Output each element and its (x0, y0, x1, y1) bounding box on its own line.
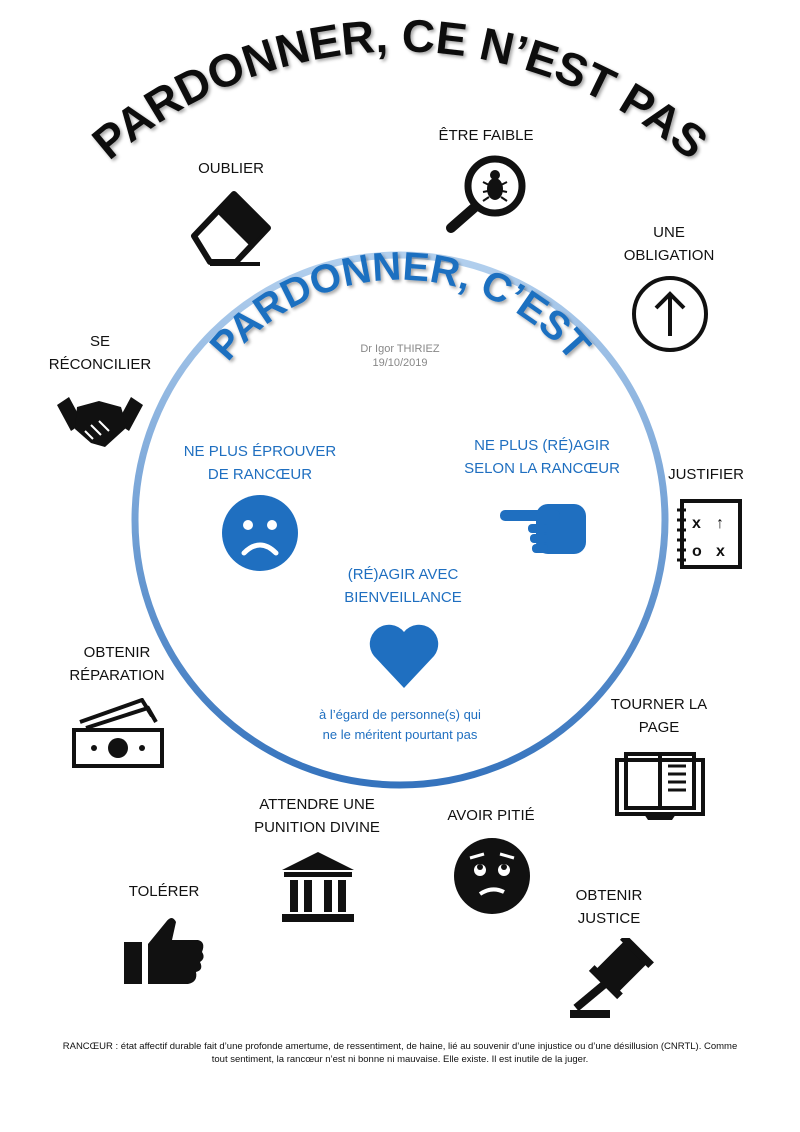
svg-text:x: x (716, 543, 725, 560)
outer-title: PARDONNER, CE N’EST PAS (82, 9, 717, 169)
outer-item-label: AVOIR PITIÉ (447, 807, 535, 824)
author-date: 19/10/2019 (372, 357, 428, 369)
outer-item-label: TOURNER LA PAGE (610, 696, 708, 736)
inner-item-label: NE PLUS (RÉ)AGIR SELON LA RANCŒUR (464, 437, 620, 477)
handshake-icon (57, 397, 143, 447)
author-name: Dr Igor THIRIEZ (360, 343, 440, 355)
author: Dr Igor THIRIEZ 19/10/2019 (360, 342, 439, 370)
inner-note: à l’égard de personne(s) qui ne le mérit… (319, 707, 481, 742)
money-icon (72, 698, 164, 768)
heart-icon (369, 624, 439, 688)
outer-item-label: ATTENDRE UNE PUNITION DIVINE (254, 796, 380, 836)
inner-item-label: (RÉ)AGIR AVEC BIENVEILLANCE (344, 566, 462, 606)
sad-face-icon (222, 495, 298, 571)
pointing-hand-icon (500, 504, 586, 554)
outer-item-label: UNE OBLIGATION (623, 224, 715, 264)
gavel-icon (570, 938, 654, 1018)
magnifier-bug-icon (446, 155, 526, 233)
outer-item-label: SE RÉCONCILIER (48, 333, 152, 373)
thumbs-up-icon (124, 918, 204, 984)
temple-icon (282, 852, 354, 922)
outer-item-label: OBTENIR RÉPARATION (69, 644, 165, 684)
svg-text:x: x (692, 515, 701, 532)
outer-item-label: ÊTRE FAIBLE (438, 127, 534, 144)
outer-item-label: OBTENIR JUSTICE (575, 887, 643, 927)
outer-item-label: JUSTIFIER (668, 466, 744, 483)
outer-item-label: OUBLIER (198, 160, 264, 177)
svg-text:o: o (692, 543, 702, 560)
svg-text:↑: ↑ (716, 515, 724, 532)
outer-item-label: TOLÉRER (128, 883, 200, 900)
arrow-up-circle-icon (632, 276, 708, 352)
eraser-icon (191, 191, 271, 266)
inner-item-label: NE PLUS ÉPROUVER DE RANCŒUR (183, 443, 337, 483)
inner-ring (131, 251, 669, 789)
open-book-icon (615, 752, 705, 820)
footer-definition: RANCŒUR : état affectif durable fait d’u… (62, 1041, 738, 1065)
pity-face-icon (454, 838, 530, 914)
